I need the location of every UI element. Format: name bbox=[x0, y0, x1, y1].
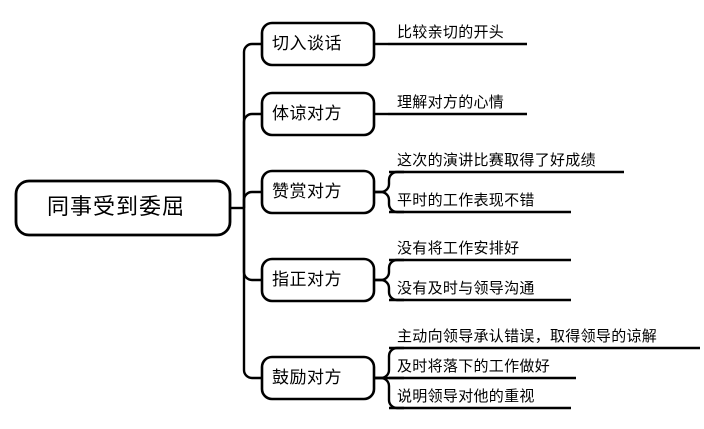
branch-label-3: 赞赏对方 bbox=[272, 182, 342, 202]
leaf-label-4-2: 没有及时与领导沟通 bbox=[397, 279, 535, 297]
leaf-label-3-2: 平时的工作表现不错 bbox=[397, 191, 535, 209]
root-node-label: 同事受到委屈 bbox=[47, 195, 186, 220]
leaf-label-4-1: 没有将工作安排好 bbox=[397, 239, 520, 257]
spine-branch-3-connector bbox=[242, 190, 262, 208]
spine-branch-2-connector bbox=[242, 112, 262, 208]
leaf-label-1-1: 比较亲切的开头 bbox=[397, 23, 505, 41]
branch-label-4: 指正对方 bbox=[272, 270, 342, 290]
branch-label-2: 体谅对方 bbox=[272, 104, 342, 124]
branch-label-1: 切入谈话 bbox=[272, 34, 342, 54]
leaf-label-5-1: 主动向领导承认错误，取得领导的谅解 bbox=[397, 327, 658, 345]
branch-label-5: 鼓励对方 bbox=[272, 368, 342, 388]
branch-4-leaf-connector-1 bbox=[374, 258, 404, 282]
leaf-label-3-1: 这次的演讲比赛取得了好成绩 bbox=[397, 151, 596, 169]
leaf-label-5-3: 说明领导对他的重视 bbox=[397, 387, 535, 405]
spine-branch-4-connector bbox=[242, 208, 262, 282]
spine-branch-5-connector bbox=[242, 208, 262, 380]
leaf-label-5-2: 及时将落下的工作做好 bbox=[397, 357, 551, 375]
leaf-label-2-1: 理解对方的心情 bbox=[397, 93, 505, 111]
spine-branch-1-connector bbox=[242, 42, 262, 208]
branch-3-leaf-connector-1 bbox=[374, 170, 404, 194]
